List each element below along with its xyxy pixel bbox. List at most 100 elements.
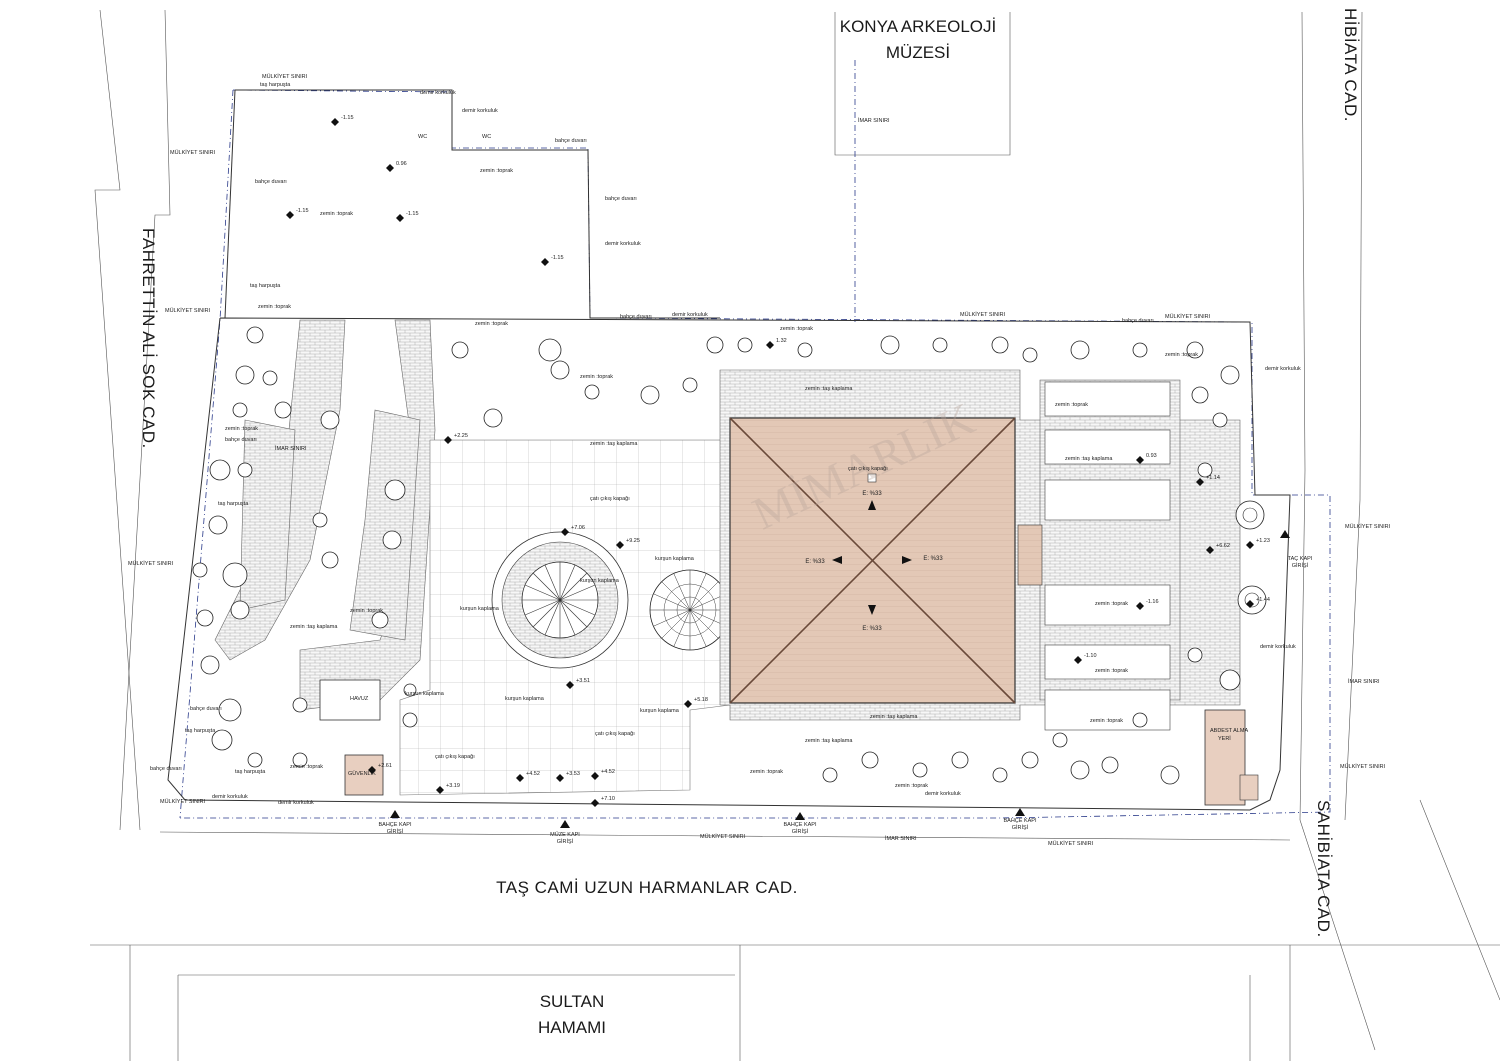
svg-text:TAÇ KAPI: TAÇ KAPI: [1288, 556, 1313, 562]
elevation-mark: [766, 341, 774, 349]
elevation-mark: [516, 774, 524, 782]
elevation-value: +6.62: [1216, 543, 1230, 549]
abdest-label-line1: ABDEST ALMA: [1210, 728, 1248, 734]
roof-exit-label-3: çatı çıkış kapağı: [435, 754, 475, 760]
rail-label-5: demir korkuluk: [1265, 366, 1301, 372]
site-outer-wall: [167, 317, 1291, 811]
wall-label-5: bahçe duvarı: [1122, 318, 1154, 324]
mosque-roof: E: %33 E: %33 E: %33 E: %33 MİMARLIK: [729, 393, 1016, 704]
lead-label-5: kurşun kaplama: [640, 708, 680, 714]
soil-label-8: zemin :toprak: [290, 764, 323, 770]
entrance-garden-mid: BAHÇE KAPI GİRİŞİ: [783, 812, 817, 835]
soil-label-13: zemin :toprak: [1095, 668, 1128, 674]
soil-label-6: zemin :toprak: [225, 426, 258, 432]
roof-exit-label-1: çatı çıkış kapağı: [590, 496, 630, 502]
elevation-mark: [541, 258, 549, 266]
elevation-markers: -1.150.96-1.15-1.15-1.15+2.25+7.06+9.25+…: [286, 115, 1270, 807]
entrance-museum: MÜZE KAPI GİRİŞİ: [550, 820, 580, 845]
imar-label-3: İMAR SINIRI: [1348, 678, 1380, 685]
rail-label-6: demir korkuluk: [1260, 644, 1296, 650]
soil-label-12: zemin :toprak: [1095, 601, 1128, 607]
elevation-mark: [591, 799, 599, 807]
elevation-mark: [396, 214, 404, 222]
elevation-mark: [1246, 541, 1254, 549]
wall-label-6: bahçe duvarı: [225, 437, 257, 443]
elevation-mark: [591, 772, 599, 780]
roof-slope-east: E: %33: [923, 556, 943, 562]
elevation-mark: [286, 211, 294, 219]
svg-text:BAHÇE KAPI: BAHÇE KAPI: [783, 822, 816, 828]
mulkiyet-label-2: MÜLKİYET SINIRI: [170, 149, 216, 156]
main-dome: [491, 531, 629, 669]
rail-label-7: demir korkuluk: [212, 794, 248, 800]
elevation-mark: [386, 164, 394, 172]
abdest-label-line2: YERİ: [1218, 735, 1231, 742]
elevation-value: -1.15: [406, 211, 419, 217]
wall-label-8: bahçe duvarı: [150, 766, 182, 772]
svg-text:GİRİŞİ: GİRİŞİ: [1292, 562, 1309, 569]
museum-label-line2: MÜZESİ: [886, 43, 950, 62]
elevation-mark: [368, 766, 376, 774]
hamam-label-line1: SULTAN: [540, 992, 605, 1011]
elevation-mark: [444, 436, 452, 444]
street-south: TAŞ CAMİ UZUN HARMANLAR CAD.: [496, 878, 798, 897]
guvenlik-label: GÜVENLİK: [348, 770, 376, 777]
lead-label-1: kurşun kaplama: [460, 606, 500, 612]
soil-label-9: zemin :toprak: [780, 326, 813, 332]
roof-exit-label-4: çatı çıkış kapağı: [595, 731, 635, 737]
entrance-garden-west: BAHÇE KAPI GİRİŞİ: [378, 810, 412, 835]
minaret-roof: [1017, 524, 1043, 586]
elevation-value: -1.15: [341, 115, 354, 121]
stone-label-4: taş harpuşta: [185, 728, 216, 734]
elevation-value: +4.52: [526, 771, 540, 777]
elevation-value: +5.18: [694, 697, 708, 703]
elevation-value: +4.52: [601, 769, 615, 775]
mulkiyet-label-1: MÜLKİYET SINIRI: [262, 73, 308, 80]
street-east-top: HİBİATA CAD.: [1341, 8, 1360, 122]
guvenlik-building: [344, 754, 384, 796]
soil-label-14: zemin :toprak: [1090, 718, 1123, 724]
soil-label-3: zemin :toprak: [258, 304, 291, 310]
elevation-mark: [1136, 456, 1144, 464]
stone-label-5: taş harpuşta: [235, 769, 266, 775]
paving-label-3: zemin :taş kaplama: [805, 386, 853, 392]
elevation-value: +3.53: [566, 771, 580, 777]
lead-label-3: kurşun kaplama: [655, 556, 695, 562]
soil-label-10: zemin :toprak: [1165, 352, 1198, 358]
wall-label-4: bahçe duvarı: [620, 314, 652, 320]
paving-label-1: zemin :taş kaplama: [590, 441, 638, 447]
stone-label-3: taş harpuşta: [218, 501, 249, 507]
trees: [192, 326, 1241, 785]
soil-label-15: zemin :toprak: [895, 783, 928, 789]
elevation-value: +7.10: [601, 796, 615, 802]
mulkiyet-label-6: MÜLKİYET SINIRI: [700, 833, 746, 840]
elevation-value: -1.15: [551, 255, 564, 261]
svg-text:GİRİŞİ: GİRİŞİ: [1012, 824, 1029, 831]
elevation-value: +2.25: [454, 433, 468, 439]
roof-slope-south: E: %33: [862, 626, 882, 632]
elevation-mark: [556, 774, 564, 782]
museum-label-line1: KONYA ARKEOLOJİ: [840, 17, 997, 36]
paving-label-5: zemin :taş kaplama: [805, 738, 853, 744]
wc-label-1: WC: [418, 134, 427, 140]
elevation-mark: [1136, 602, 1144, 610]
rail-label-8: demir korkuluk: [278, 800, 314, 806]
mulkiyet-label-8: MÜLKİYET SINIRI: [1345, 523, 1391, 530]
havuz-pool: [319, 679, 381, 721]
soil-label-2: zemin :toprak: [320, 211, 353, 217]
elevation-value: -1.15: [296, 208, 309, 214]
lead-label-6: kurşun kaplama: [405, 691, 445, 697]
svg-text:BAHÇE KAPI: BAHÇE KAPI: [378, 822, 411, 828]
wc-label-2: WC: [482, 134, 491, 140]
elevation-value: 1.32: [776, 338, 787, 344]
entrance-garden-east: BAHÇE KAPI GİRİŞİ: [1003, 808, 1037, 831]
street-west: FAHRETTİN ALİ SOK CAD.: [139, 228, 158, 449]
abdest-building: [1204, 709, 1246, 806]
mulkiyet-label-9: MÜLKİYET SINIRI: [1340, 763, 1386, 770]
wall-label-7: bahçe duvarı: [190, 706, 222, 712]
rail-label-4: demir korkuluk: [672, 312, 708, 318]
mulkiyet-label-4: MÜLKİYET SINIRI: [128, 560, 174, 567]
fountain-north: [1235, 500, 1265, 530]
svg-text:MÜZE KAPI: MÜZE KAPI: [550, 831, 580, 838]
paving-label-2: zemin :taş kaplama: [290, 624, 338, 630]
